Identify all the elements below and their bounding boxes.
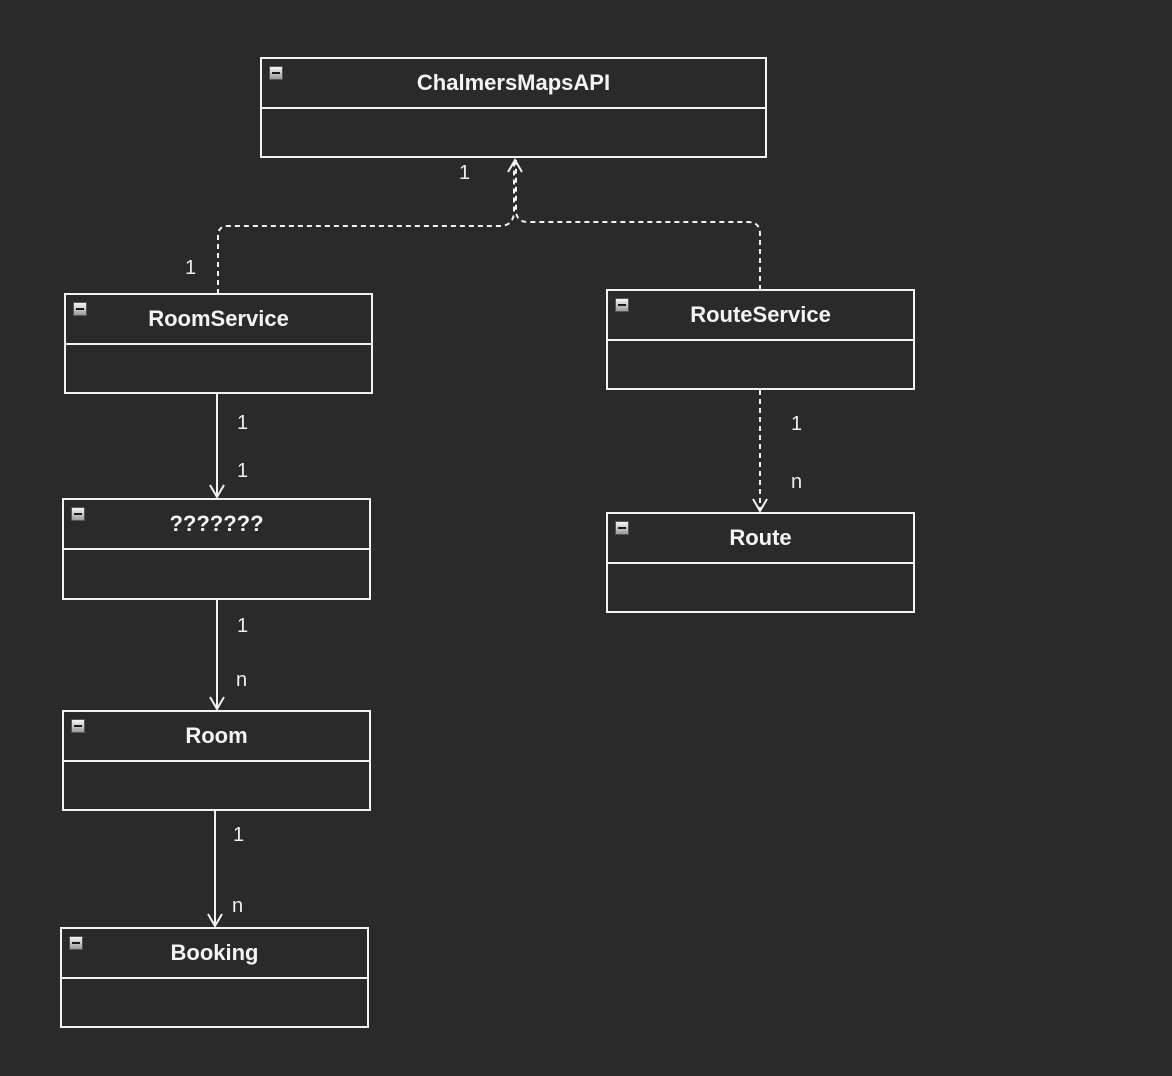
multiplicity-label: 1 — [237, 412, 249, 434]
class-body — [64, 550, 369, 598]
multiplicity-label: 1 — [237, 615, 249, 637]
collapse-icon[interactable] — [69, 936, 83, 950]
class-header: RouteService — [608, 291, 913, 341]
class-name: ChalmersMapsAPI — [416, 70, 611, 95]
class-header: ??????? — [64, 500, 369, 550]
class-chalmersmapsapi[interactable]: ChalmersMapsAPI — [260, 57, 767, 158]
collapse-icon[interactable] — [71, 719, 85, 733]
class-routeservice[interactable]: RouteService — [606, 289, 915, 390]
edge-booking-arrowhead — [207, 913, 223, 928]
class-name: RoomService — [148, 306, 289, 331]
class-body — [66, 345, 371, 393]
class-body — [64, 762, 369, 810]
class-booking[interactable]: Booking — [60, 927, 369, 1028]
edge-routeservice-api — [515, 160, 761, 290]
class-name: RouteService — [690, 302, 831, 327]
class-name: Booking — [170, 940, 259, 965]
class-body — [62, 979, 367, 1027]
multiplicity-label: n — [791, 471, 803, 493]
class-body — [608, 341, 913, 389]
collapse-icon[interactable] — [71, 507, 85, 521]
multiplicity-label: 1 — [459, 162, 471, 184]
class-header: Room — [64, 712, 369, 762]
multiplicity-label: n — [232, 895, 244, 917]
class-header: RoomService — [66, 295, 371, 345]
class-room[interactable]: Room — [62, 710, 371, 811]
class-body — [262, 109, 765, 157]
collapse-icon[interactable] — [73, 302, 87, 316]
class-name: ??????? — [169, 511, 264, 536]
edge-room-arrowhead — [209, 696, 225, 711]
collapse-icon[interactable] — [615, 298, 629, 312]
multiplicity-label: 1 — [185, 257, 197, 279]
class-route[interactable]: Route — [606, 512, 915, 613]
edge-roomservice-api — [217, 160, 515, 294]
edge-route-arrowhead — [752, 498, 768, 513]
edge-api-arrowhead — [507, 158, 523, 173]
class-header: ChalmersMapsAPI — [262, 59, 765, 109]
edge-unknown-arrowhead — [209, 484, 225, 499]
multiplicity-label: 1 — [233, 824, 245, 846]
multiplicity-label: n — [236, 669, 248, 691]
collapse-icon[interactable] — [269, 66, 283, 80]
multiplicity-label: 1 — [791, 413, 803, 435]
class-header: Route — [608, 514, 913, 564]
class-header: Booking — [62, 929, 367, 979]
class-name: Room — [185, 723, 248, 748]
multiplicity-label: 1 — [237, 460, 249, 482]
class-body — [608, 564, 913, 612]
class-roomservice[interactable]: RoomService — [64, 293, 373, 394]
class-unknown[interactable]: ??????? — [62, 498, 371, 600]
class-name: Route — [729, 525, 792, 550]
collapse-icon[interactable] — [615, 521, 629, 535]
